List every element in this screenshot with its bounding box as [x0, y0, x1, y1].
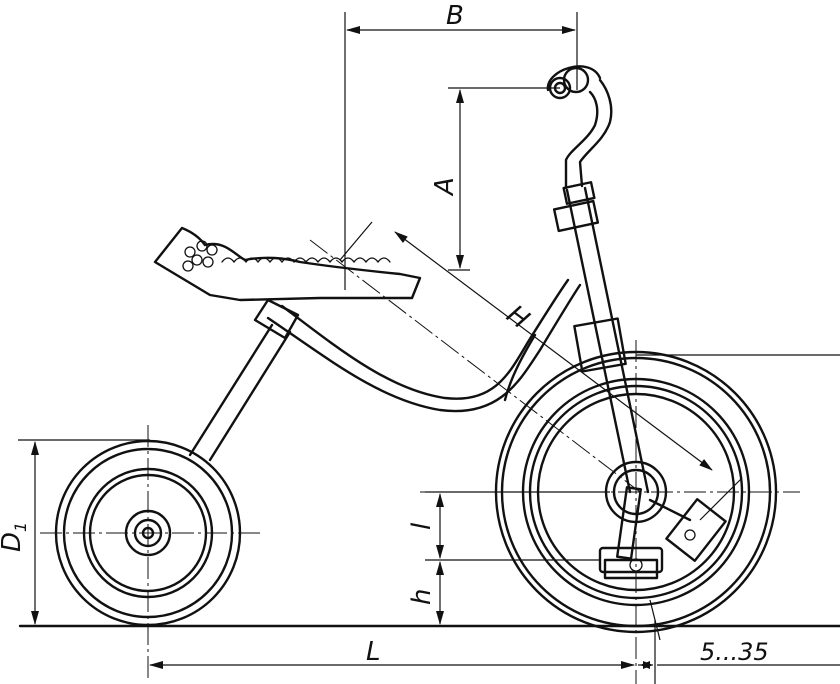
- label-offset: 5...35: [700, 638, 769, 666]
- label-L: L: [366, 637, 381, 667]
- seat: [153, 226, 422, 302]
- dimension-H: [394, 231, 713, 471]
- label-D1: D1: [0, 522, 30, 552]
- label-h: h: [407, 589, 437, 605]
- label-B: B: [446, 1, 464, 31]
- label-H: H: [501, 300, 535, 336]
- handlebar: [546, 65, 613, 190]
- label-l: l: [407, 522, 437, 530]
- pedal-crank: [598, 486, 727, 580]
- label-A: A: [430, 177, 460, 197]
- fork-and-steerer: [552, 181, 650, 494]
